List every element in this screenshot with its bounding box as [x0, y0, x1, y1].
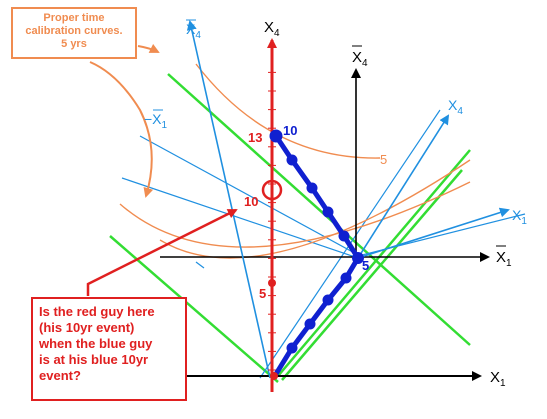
- blue-event: [338, 230, 350, 242]
- blue-event: [322, 294, 334, 306]
- curve-lower-2: [159, 159, 471, 259]
- calibration-callout-line-3: 5 yrs: [61, 38, 87, 50]
- curve-mark-5: 5: [380, 152, 387, 167]
- red-event-5: [268, 279, 276, 287]
- red-space-axis-label: X1: [490, 369, 506, 389]
- boosted-axis-labels: X4 X4 X1 −X1: [144, 19, 527, 227]
- light-cone-lines: [109, 73, 471, 383]
- blue-mark-5: 5: [362, 258, 369, 273]
- blue-event: [304, 318, 316, 330]
- boosted-time-top-label: X4: [186, 21, 201, 41]
- blue-event: [340, 272, 352, 284]
- question-line-4: is at his blue 10yr: [39, 352, 149, 367]
- calibration-callout-line-1: Proper time: [43, 12, 105, 24]
- neg-space-label: −X1: [144, 111, 168, 131]
- red-mark-5: 5: [259, 286, 266, 301]
- boosted-time-axis-left: [186, 20, 271, 379]
- red-event-10-circle: [261, 179, 283, 201]
- calibration-callout-line-2: calibration curves.: [25, 25, 123, 37]
- red-time-ticks: [268, 71, 276, 371]
- light-line-2: [277, 149, 471, 377]
- question-line-2: (his 10yr event): [39, 320, 135, 335]
- tick-mark: [195, 261, 205, 269]
- axis-labels: X4 X1 X4 X1: [264, 19, 512, 389]
- sim-line-1: [139, 135, 361, 257]
- question-line-1: Is the red guy here: [39, 304, 155, 319]
- blue-mark-10: 10: [283, 123, 297, 138]
- boosted-space-blue-label: X1: [512, 207, 527, 227]
- blue-event: [306, 182, 318, 194]
- curve-lower: [119, 181, 471, 248]
- question-line-3: when the blue guy: [39, 336, 153, 351]
- blue-event-10: [269, 129, 283, 143]
- boosted-space-axis: [357, 207, 510, 259]
- boosted-time-axis-right: [357, 114, 450, 259]
- blue-event: [286, 342, 298, 354]
- light-line-3: [167, 73, 471, 346]
- orange-arrow-lower: [89, 61, 154, 198]
- red-mark-10: 10: [244, 194, 258, 209]
- curve-upper: [195, 63, 381, 159]
- red-time-axis-label: X4: [264, 19, 280, 39]
- orange-arrow-upper: [137, 43, 160, 53]
- blue-events: [269, 129, 364, 354]
- blue-space-axis-label: X1: [496, 249, 512, 269]
- light-line-4: [281, 169, 463, 381]
- question-callout: Is the red guy here (his 10yr event) whe…: [31, 297, 187, 401]
- boosted-time-blue-label: X4: [448, 97, 463, 117]
- red-mark-13: 13: [248, 130, 262, 145]
- red-origin-event: [270, 372, 278, 380]
- red-question-arrow: [86, 208, 238, 296]
- blue-event: [286, 154, 298, 166]
- blue-event-5: [352, 252, 364, 264]
- sim-line-2: [121, 177, 359, 259]
- calibration-callout: Proper time calibration curves. 5 yrs: [11, 7, 137, 59]
- blue-event: [322, 206, 334, 218]
- blue-time-axis-label: X4: [352, 49, 368, 69]
- event-marks: 13 10 10 5 5 5: [244, 123, 387, 301]
- question-line-5: event?: [39, 368, 81, 383]
